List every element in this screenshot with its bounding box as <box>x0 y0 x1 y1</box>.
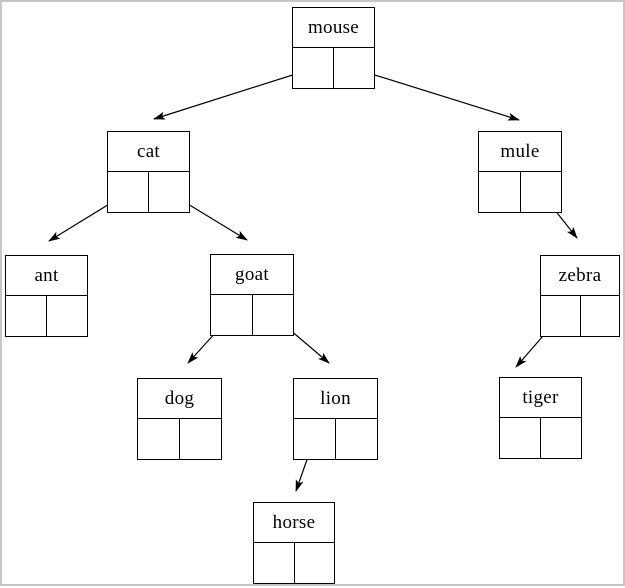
edge-mouse-left-to-cat <box>153 67 314 120</box>
node-horse-pointer-cells <box>254 543 334 583</box>
node-tiger-right-pointer-cell <box>541 418 581 458</box>
node-zebra-pointer-cells <box>541 296 619 336</box>
node-mouse: mouse <box>292 7 375 89</box>
node-horse: horse <box>253 502 335 584</box>
node-horse-left-pointer-cell <box>254 543 295 583</box>
node-mule-label: mule <box>479 132 561 172</box>
node-goat-label: goat <box>211 255 293 295</box>
node-mule: mule <box>478 131 562 213</box>
node-dog-left-pointer-cell <box>138 419 180 459</box>
node-goat-left-pointer-cell <box>211 295 253 335</box>
node-cat-label: cat <box>108 132 189 172</box>
node-mule-right-pointer-cell <box>521 172 562 212</box>
node-tiger: tiger <box>499 377 582 459</box>
node-zebra-left-pointer-cell <box>541 296 581 336</box>
node-ant-pointer-cells <box>6 296 87 336</box>
node-lion-right-pointer-cell <box>336 419 377 459</box>
node-tiger-label: tiger <box>500 378 581 418</box>
node-dog: dog <box>137 378 222 460</box>
node-cat: cat <box>107 131 190 213</box>
node-ant-right-pointer-cell <box>47 296 87 336</box>
node-lion-label: lion <box>294 379 377 419</box>
edge-mouse-right-to-mule <box>353 67 520 121</box>
node-ant-label: ant <box>6 256 87 296</box>
node-mule-pointer-cells <box>479 172 561 212</box>
node-zebra: zebra <box>540 255 620 337</box>
node-zebra-right-pointer-cell <box>581 296 620 336</box>
node-mouse-pointer-cells <box>293 48 374 88</box>
node-cat-pointer-cells <box>108 172 189 212</box>
node-dog-label: dog <box>138 379 221 419</box>
node-tiger-left-pointer-cell <box>500 418 541 458</box>
node-goat: goat <box>210 254 294 336</box>
node-ant: ant <box>5 255 88 337</box>
node-horse-label: horse <box>254 503 334 543</box>
node-cat-right-pointer-cell <box>149 172 189 212</box>
node-lion-left-pointer-cell <box>294 419 336 459</box>
node-mouse-left-pointer-cell <box>293 48 334 88</box>
node-mule-left-pointer-cell <box>479 172 521 212</box>
node-goat-pointer-cells <box>211 295 293 335</box>
node-zebra-label: zebra <box>541 256 619 296</box>
node-goat-right-pointer-cell <box>253 295 294 335</box>
node-dog-pointer-cells <box>138 419 221 459</box>
node-lion-pointer-cells <box>294 419 377 459</box>
node-horse-right-pointer-cell <box>295 543 335 583</box>
node-cat-left-pointer-cell <box>108 172 149 212</box>
node-lion: lion <box>293 378 378 460</box>
node-ant-left-pointer-cell <box>6 296 47 336</box>
node-mouse-label: mouse <box>293 8 374 48</box>
node-tiger-pointer-cells <box>500 418 581 458</box>
node-dog-right-pointer-cell <box>180 419 221 459</box>
node-mouse-right-pointer-cell <box>334 48 374 88</box>
